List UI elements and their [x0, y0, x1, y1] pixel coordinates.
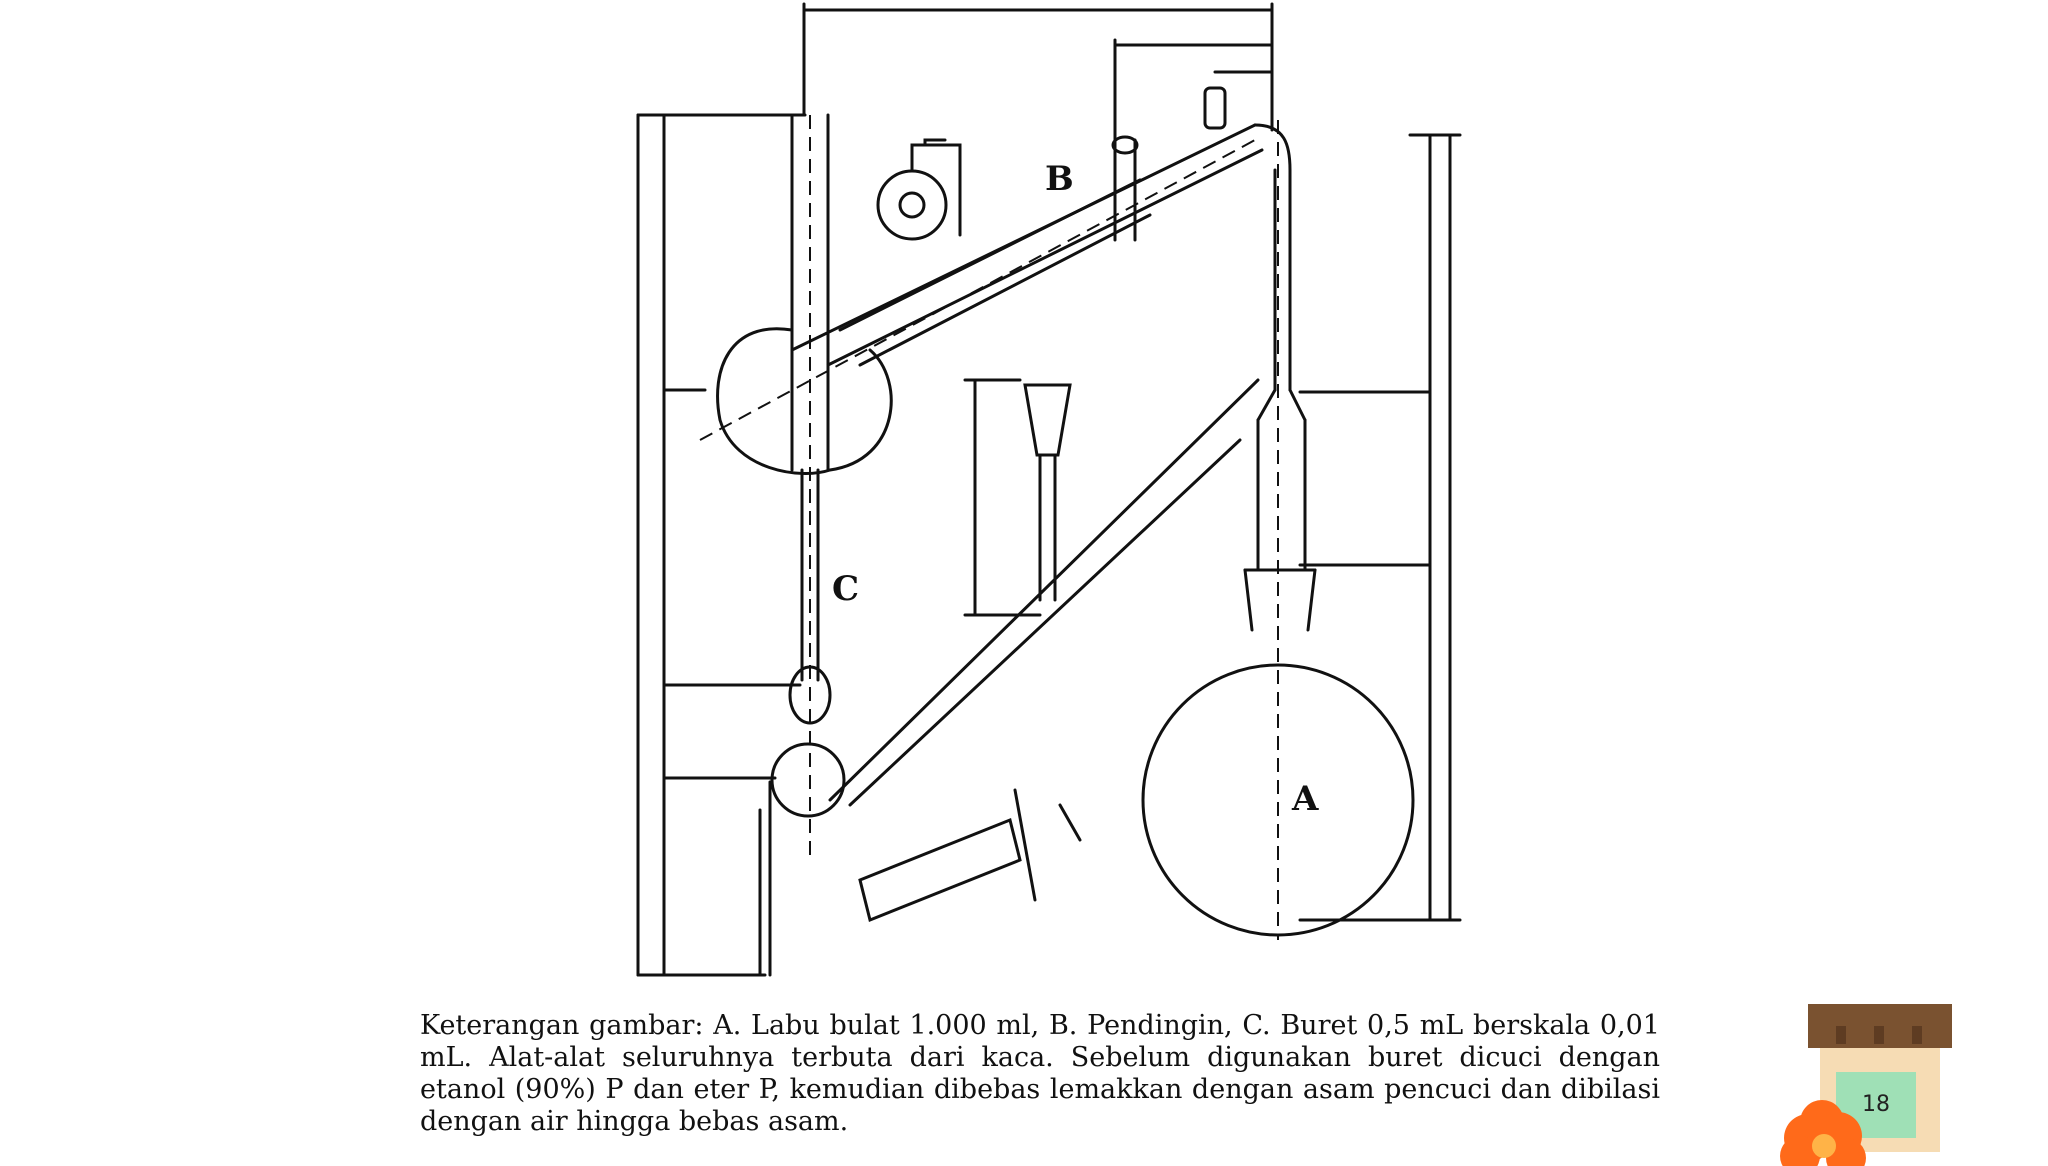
badge-roof: [1808, 1004, 1952, 1048]
figure-caption: Keterangan gambar: A. Labu bulat 1.000 m…: [420, 1010, 1660, 1137]
apparatus-diagram: B C A: [636, 2, 1462, 977]
label-c: C: [832, 569, 859, 609]
label-a: A: [1291, 779, 1319, 819]
label-b: B: [1045, 159, 1074, 199]
flower-icon: [1780, 1100, 1866, 1166]
page-number-badge: 18: [1780, 1004, 1952, 1166]
page-number: 18: [1862, 1092, 1890, 1117]
